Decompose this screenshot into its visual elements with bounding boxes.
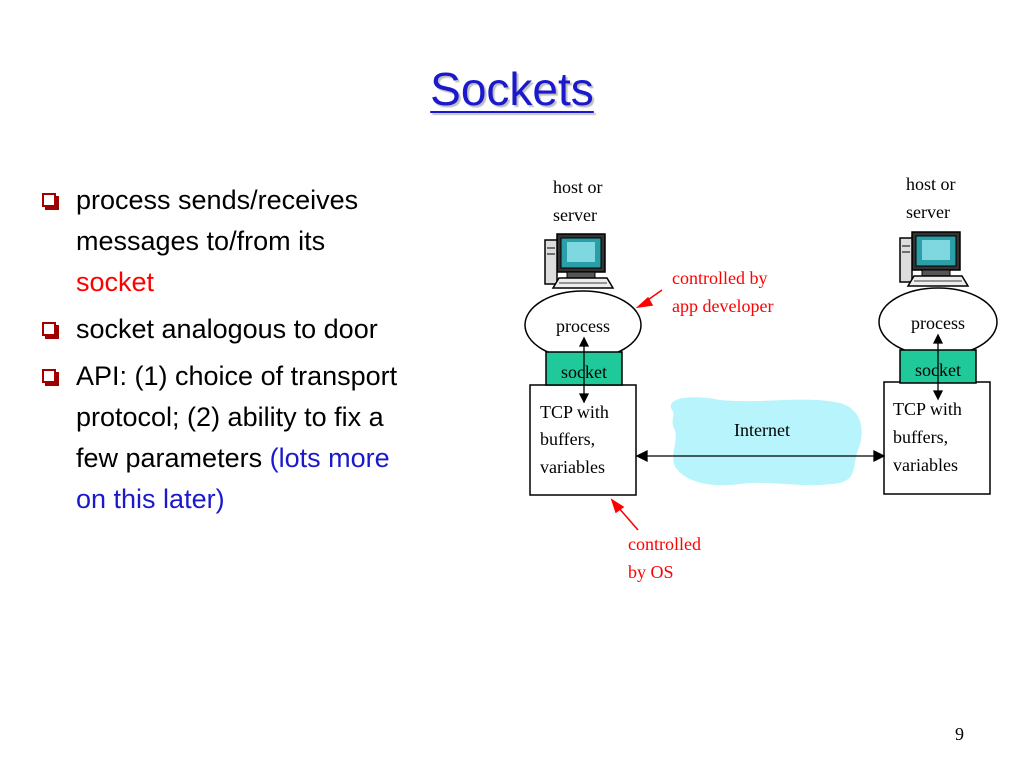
bullet-highlight: socket — [76, 267, 155, 297]
bullet-box-icon — [42, 369, 59, 386]
bullet-text: socket analogous to door — [76, 314, 378, 344]
slide-title: Sockets — [430, 63, 594, 115]
left-tcp-label: TCP with — [540, 402, 609, 422]
bullet-note: (lots more — [269, 443, 390, 473]
app-developer-note: controlled by — [672, 268, 767, 288]
bullet-item: API: (1) choice of transport protocol; (… — [40, 356, 490, 520]
internet-label: Internet — [734, 420, 790, 440]
bullet-item: socket analogous to door — [40, 309, 490, 350]
os-note: by OS — [628, 562, 674, 582]
bullet-box-icon — [42, 193, 59, 210]
bullet-text: messages to/from its — [76, 226, 326, 256]
right-computer-icon — [899, 231, 969, 287]
left-socket-arrow — [578, 336, 590, 404]
bullet-item: process sends/receives messages to/from … — [40, 180, 490, 303]
internet-connection-arrow — [635, 449, 886, 463]
bullet-text: few parameters — [76, 443, 263, 473]
internet-cloud — [670, 397, 862, 486]
left-tcp-label: buffers, — [540, 429, 595, 449]
bullet-box-icon — [42, 322, 59, 339]
left-tcp-box — [529, 384, 637, 496]
right-process-label: process — [911, 313, 965, 333]
bullet-text: API: (1) choice of transport — [76, 361, 398, 391]
os-arrow — [610, 498, 639, 531]
right-tcp-label: variables — [893, 455, 958, 475]
right-tcp-label: buffers, — [893, 427, 948, 447]
left-tcp-label: variables — [540, 457, 605, 477]
left-computer-icon — [544, 233, 614, 289]
right-host-label: server — [906, 202, 950, 222]
right-tcp-box — [883, 381, 991, 495]
right-socket-arrow — [932, 333, 944, 401]
app-developer-arrow — [635, 289, 663, 309]
right-tcp-label: TCP with — [893, 399, 962, 419]
left-host-label: host or — [553, 177, 603, 197]
right-host-label: host or — [906, 174, 956, 194]
bullet-text: process sends/receives — [76, 185, 359, 215]
bullet-note: on this later) — [76, 484, 225, 514]
left-host-label: server — [553, 205, 597, 225]
bullet-list: process sends/receives messages to/from … — [40, 180, 490, 526]
page-number: 9 — [955, 724, 964, 744]
app-developer-note: app developer — [672, 296, 773, 316]
left-process-label: process — [556, 316, 610, 336]
bullet-text: protocol; (2) ability to fix a — [76, 402, 384, 432]
os-note: controlled — [628, 534, 701, 554]
